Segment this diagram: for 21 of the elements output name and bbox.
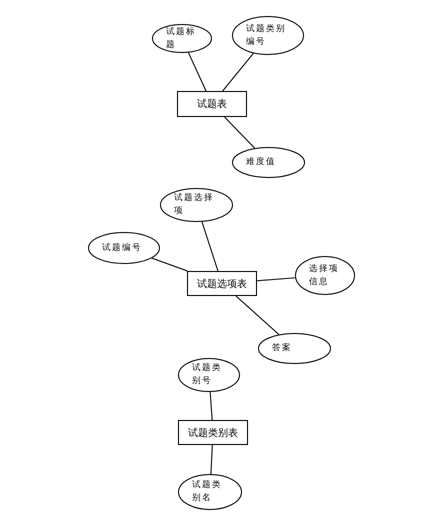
- attribute-ellipse: 试题类别名: [178, 474, 242, 510]
- connector-line: [188, 52, 207, 92]
- attribute-ellipse: 选择项信息: [295, 256, 355, 295]
- connector-line: [201, 221, 218, 272]
- attribute-ellipse: 答案: [258, 333, 331, 364]
- attribute-ellipse: 难度值: [232, 147, 305, 178]
- entity-box: 试题选项表: [187, 271, 257, 296]
- entity-box: 试题表: [177, 91, 247, 117]
- attribute-ellipse: 试题编号: [88, 232, 160, 264]
- connector-line: [224, 116, 256, 149]
- connector-line: [151, 258, 188, 272]
- connector-line: [210, 444, 213, 474]
- connector-line: [222, 52, 254, 92]
- entity-box: 试题类别表: [178, 420, 248, 445]
- connector-line: [256, 277, 296, 282]
- connector-line: [210, 392, 213, 420]
- attribute-ellipse: 试题类别号: [178, 358, 240, 392]
- attribute-ellipse: 试题标题: [152, 24, 212, 53]
- connector-line: [235, 296, 280, 335]
- attribute-ellipse: 试题选择项: [160, 188, 233, 222]
- attribute-ellipse: 试题类别编号: [232, 16, 304, 55]
